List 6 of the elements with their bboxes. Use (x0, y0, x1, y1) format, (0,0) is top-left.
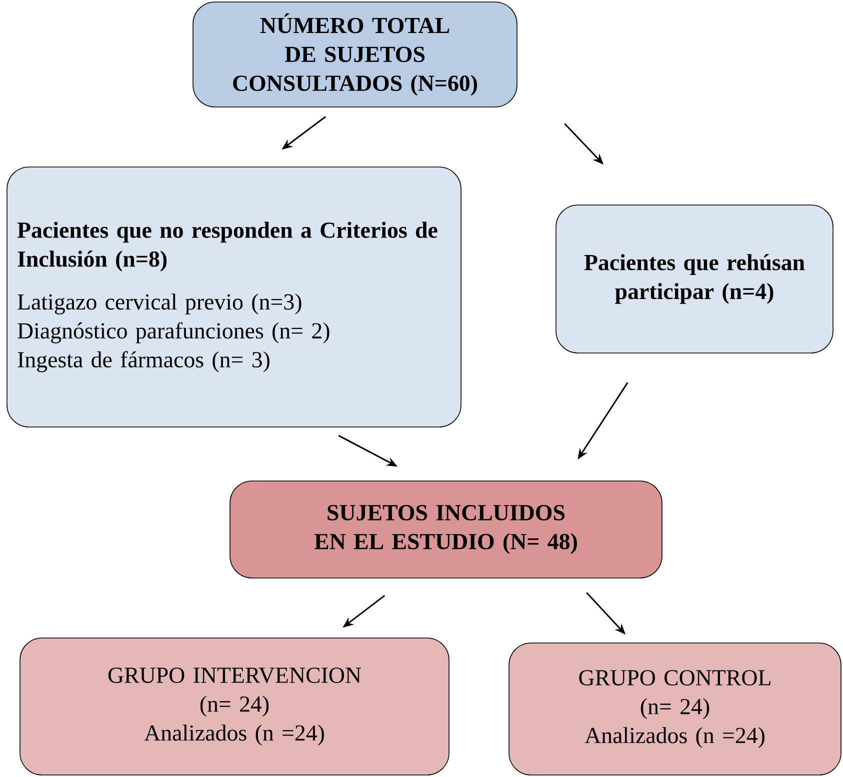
flow-box: GRUPO INTERVENCION (n= 24) Analizados (n =24) (20, 638, 450, 776)
flow-box: NÚMERO TOTAL DE SUJETOS CONSULTADOS (N=60) (192, 2, 518, 108)
flow-box: GRUPO CONTROL (n= 24) Analizados (n =24) (508, 642, 842, 776)
flow-box: Pacientes que no responden a Criterios de Inclusión (n=8) Latigazo cervical previo (n=3) Diagnóstico parafunciones (n= 2) Ingesta de fármacos (n= 3) (6, 166, 462, 428)
flow-box: SUJETOS INCLUIDOS EN EL ESTUDIO (N= 48) (230, 480, 662, 578)
flow-box: Pacientes que rehúsan participar (n=4) (556, 204, 834, 354)
